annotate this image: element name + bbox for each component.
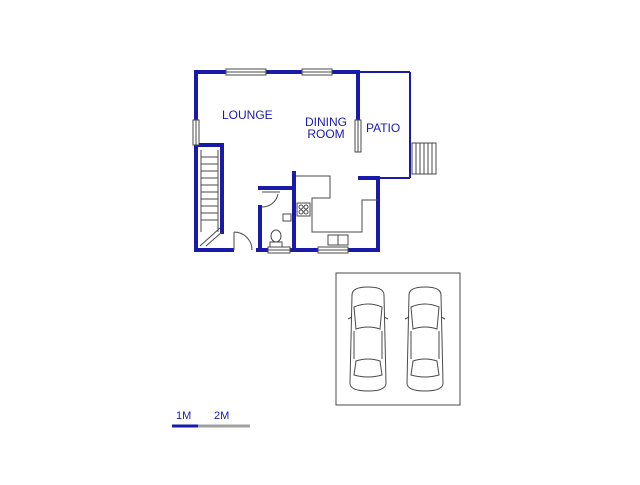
room-label-dining-line1: DINING bbox=[305, 115, 347, 129]
room-label-dining-line2: ROOM bbox=[307, 127, 345, 141]
car-icon bbox=[347, 286, 389, 392]
patio-outline bbox=[358, 71, 411, 179]
car-icon bbox=[404, 286, 446, 392]
wc-fixtures bbox=[269, 213, 292, 248]
exterior-walls bbox=[194, 70, 380, 252]
scale-label-1m: 1M bbox=[176, 410, 192, 422]
windows bbox=[192, 68, 362, 254]
scale-label-2m: 2M bbox=[214, 410, 230, 422]
patio-steps bbox=[411, 142, 437, 175]
door-swings bbox=[233, 191, 280, 251]
carport-outline bbox=[335, 272, 461, 406]
room-label-patio: PATIO bbox=[366, 121, 401, 135]
room-label-lounge: LOUNGE bbox=[222, 108, 273, 122]
kitchen-counter bbox=[296, 175, 378, 246]
staircase-interior bbox=[199, 150, 223, 247]
room-label-dining: DINING ROOM bbox=[298, 116, 354, 140]
